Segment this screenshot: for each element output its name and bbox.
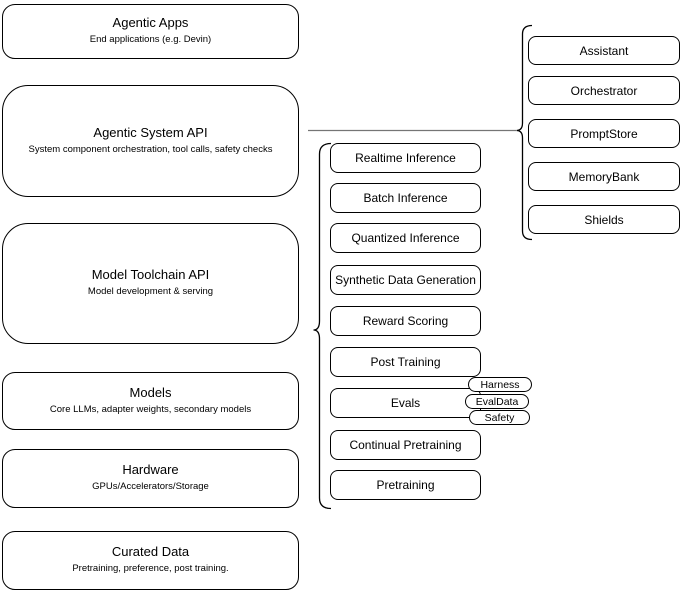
pill-safety: Safety	[469, 410, 530, 425]
box-synthetic-data-generation: Synthetic Data Generation	[330, 265, 481, 295]
box-curated-data: Curated Data Pretraining, preference, po…	[2, 531, 299, 590]
box-quantized-inference: Quantized Inference	[330, 223, 481, 253]
box-realtime-inference: Realtime Inference	[330, 143, 481, 173]
box-continual-pretraining: Continual Pretraining	[330, 430, 481, 460]
box-title: Hardware	[122, 462, 179, 478]
box-promptstore: PromptStore	[528, 119, 680, 148]
box-subtitle: End applications (e.g. Devin)	[89, 34, 212, 46]
brace-agentic-group	[516, 24, 533, 241]
box-model-toolchain-api: Model Toolchain API Model development & …	[2, 223, 299, 344]
box-pretraining: Pretraining	[330, 470, 481, 500]
box-batch-inference: Batch Inference	[330, 183, 481, 213]
box-orchestrator: Orchestrator	[528, 76, 680, 105]
box-post-training: Post Training	[330, 347, 481, 377]
box-agentic-apps: Agentic Apps End applications (e.g. Devi…	[2, 4, 299, 59]
box-subtitle: Model development & serving	[87, 286, 214, 298]
box-subtitle: System component orchestration, tool cal…	[28, 143, 273, 155]
box-title: Models	[129, 384, 172, 400]
box-title: Agentic Apps	[112, 15, 189, 31]
box-assistant: Assistant	[528, 36, 680, 65]
box-evals: Evals	[330, 388, 481, 418]
pill-evaldata: EvalData	[465, 394, 529, 409]
box-subtitle: GPUs/Accelerators/Storage	[92, 481, 209, 493]
pill-harness: Harness	[468, 377, 532, 392]
box-subtitle: Pretraining, preference, post training.	[72, 563, 229, 575]
box-shields: Shields	[528, 205, 680, 234]
box-reward-scoring: Reward Scoring	[330, 306, 481, 336]
box-agentic-system-api: Agentic System API System component orch…	[2, 85, 299, 197]
brace-toolchain-group	[313, 142, 332, 510]
box-title: Model Toolchain API	[91, 267, 210, 283]
box-memorybank: MemoryBank	[528, 162, 680, 191]
box-title: Agentic System API	[93, 124, 208, 140]
box-models: Models Core LLMs, adapter weights, secon…	[2, 372, 299, 430]
box-subtitle: Core LLMs, adapter weights, secondary mo…	[49, 403, 252, 415]
box-hardware: Hardware GPUs/Accelerators/Storage	[2, 449, 299, 508]
box-title: Curated Data	[111, 544, 190, 560]
